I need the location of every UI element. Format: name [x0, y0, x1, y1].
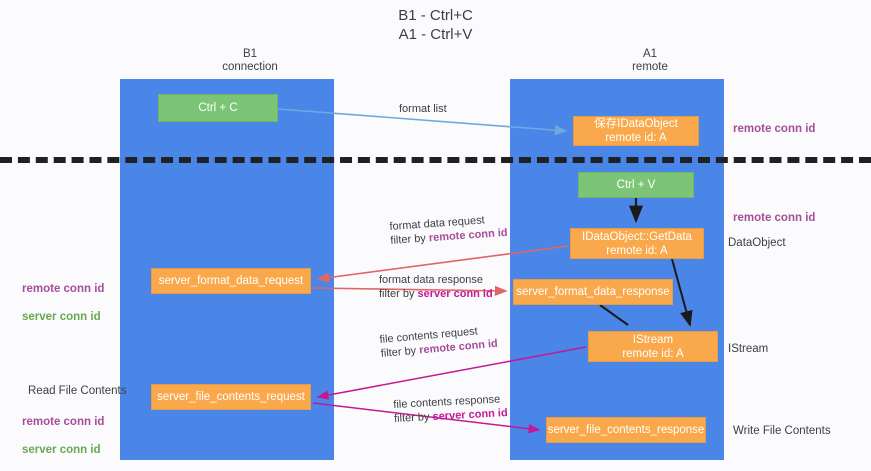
annotation-dataobject: DataObject [728, 237, 786, 249]
page-title: B1 - Ctrl+C A1 - Ctrl+V [398, 7, 473, 43]
edge-label-fdresp-filter-key: server conn id [417, 288, 493, 300]
node-idataobject-getdata[interactable]: IDataObject::GetData remote id: A [570, 228, 704, 259]
edge-label-fcresp-filter-key: server conn id [432, 407, 508, 423]
edge-label-format-list-text: format list [399, 103, 447, 115]
edge-file-contents-request [316, 346, 587, 400]
annotation-left-server-conn-id-bottom: server conn id [22, 444, 101, 456]
edge-format-data-request [316, 245, 569, 283]
edge-label-fdreq-filter-prefix: filter by [390, 232, 430, 247]
node-istream[interactable]: IStream remote id: A [588, 331, 718, 362]
annotation-istream: IStream [728, 343, 769, 355]
edge-label-format-list: format list [399, 102, 447, 116]
node-server-file-contents-request[interactable]: server_file_contents_request [151, 384, 311, 410]
column-header-b1: B1 connection [222, 48, 278, 73]
node-server-format-data-response[interactable]: server_format_data_response [513, 279, 673, 305]
edge-label-fdresp-filter-prefix: filter by [379, 288, 418, 300]
edge-label-fcreq-filter-prefix: filter by [380, 344, 420, 360]
node-save-idataobject[interactable]: 保存IDataObject remote id: A [573, 116, 699, 146]
annotation-read-file-contents: Read File Contents [28, 385, 127, 397]
edge-label-format-data-response: format data response filter by server co… [379, 273, 493, 301]
annotation-write-file-contents: Write File Contents [733, 425, 831, 437]
annotation-left-ids-bottom: remote conn id server conn id [22, 401, 104, 471]
node-server-format-data-request[interactable]: server_format_data_request [151, 268, 311, 294]
annotation-remote-conn-id-top: remote conn id [733, 123, 816, 135]
edge-getdata-istream [671, 258, 693, 327]
edge-label-fcresp-filter-prefix: filter by [393, 410, 433, 425]
annotation-remote-conn-id-mid: remote conn id [733, 212, 816, 224]
edge-label-file-contents-response: file contents response filter by server … [393, 392, 508, 426]
node-server-file-contents-response[interactable]: server_file_contents_response [546, 417, 706, 443]
edge-response-istream [599, 304, 629, 326]
edge-label-fdresp-line1: format data response [379, 274, 483, 286]
edge-label-fdresp-line2: filter by server conn id [379, 287, 493, 301]
node-ctrl-v[interactable]: Ctrl + V [578, 172, 694, 198]
annotation-left-remote-conn-id-top: remote conn id [22, 283, 105, 295]
edge-format-data-response [312, 285, 508, 296]
annotation-left-remote-conn-id-bottom: remote conn id [22, 416, 105, 428]
node-ctrl-c[interactable]: Ctrl + C [158, 94, 278, 122]
annotation-left-ids-top: remote conn id server conn id [22, 268, 104, 338]
annotation-left-server-conn-id-top: server conn id [22, 311, 101, 323]
column-header-a1: A1 remote [632, 48, 668, 73]
edge-format-list [277, 108, 568, 136]
edge-file-contents-response [312, 402, 541, 434]
phase-divider [0, 157, 871, 163]
